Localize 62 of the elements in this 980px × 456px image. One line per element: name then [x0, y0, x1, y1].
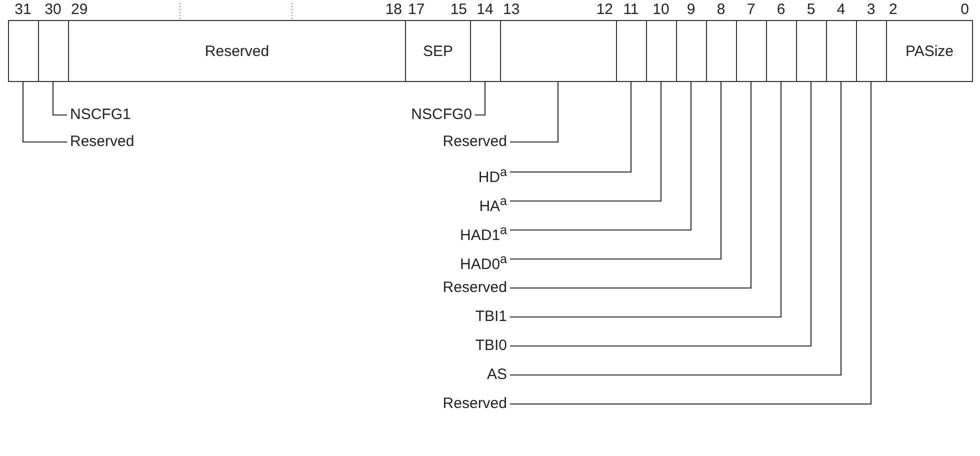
register-field: [500, 20, 617, 82]
field-name: HAD1$^{a}$: [460, 220, 507, 240]
bit-number: 29: [71, 1, 88, 19]
field-name: TBI0: [475, 336, 507, 356]
leader-line: [510, 82, 752, 289]
register-field: [38, 20, 69, 82]
leader-line: [475, 82, 486, 116]
leader-line: [510, 82, 692, 231]
bit-number: 7: [746, 1, 756, 19]
bit-number: 5: [806, 1, 816, 19]
register-field: [646, 20, 677, 82]
bit-number: 31: [14, 1, 32, 19]
bit-number: 3: [866, 1, 876, 19]
bit-number: 4: [836, 1, 846, 19]
register-field: [616, 20, 647, 82]
leader-line: [510, 82, 842, 376]
field-name: HAD0$^{a}$: [460, 249, 507, 269]
register-field: [796, 20, 827, 82]
leader-line: [510, 82, 662, 202]
field-name: Reserved: [442, 394, 507, 414]
field-name: HD$^{a}$: [478, 162, 507, 182]
bit-number: 2: [889, 1, 898, 19]
register-field: [470, 20, 501, 82]
field-name: Reserved: [442, 132, 507, 152]
leader-line: [510, 82, 812, 347]
bit-number: 0: [960, 1, 969, 19]
register-field: [826, 20, 857, 82]
bit-number: 6: [776, 1, 786, 19]
field-name: Reserved: [442, 278, 507, 298]
leader-line: [510, 82, 782, 318]
bit-number: 15: [450, 1, 467, 19]
bit-number: 17: [408, 1, 425, 19]
register-field: PASize: [886, 20, 973, 82]
bit-number: 10: [652, 1, 670, 19]
leader-line: [22, 82, 67, 143]
field-name: HA$^{a}$: [479, 191, 507, 211]
field-name: NSCFG0: [411, 105, 472, 125]
bit-number: 18: [385, 1, 402, 19]
register-field: Reserved: [68, 20, 406, 82]
register-field: [736, 20, 767, 82]
bit-number: 11: [623, 1, 639, 19]
bit-number: 14: [476, 1, 494, 19]
field-name: AS: [486, 365, 507, 385]
bit-number: 13: [503, 1, 520, 19]
field-name: NSCFG1: [70, 105, 131, 125]
register-field: [766, 20, 797, 82]
leader-line: [510, 82, 872, 405]
leader-line: [52, 82, 67, 116]
register-field: SEP: [405, 20, 471, 82]
bit-number: 30: [44, 1, 62, 19]
register-field: [676, 20, 707, 82]
register-field: [856, 20, 887, 82]
leader-line: [510, 82, 632, 173]
leader-line: [510, 82, 559, 143]
bit-number: 9: [686, 1, 696, 19]
bit-number: 12: [596, 1, 613, 19]
register-field: [8, 20, 39, 82]
register-field: [706, 20, 737, 82]
field-name: Reserved: [70, 132, 134, 152]
leader-line: [510, 82, 722, 260]
field-name: TBI1: [475, 307, 507, 327]
bit-number: 8: [716, 1, 726, 19]
